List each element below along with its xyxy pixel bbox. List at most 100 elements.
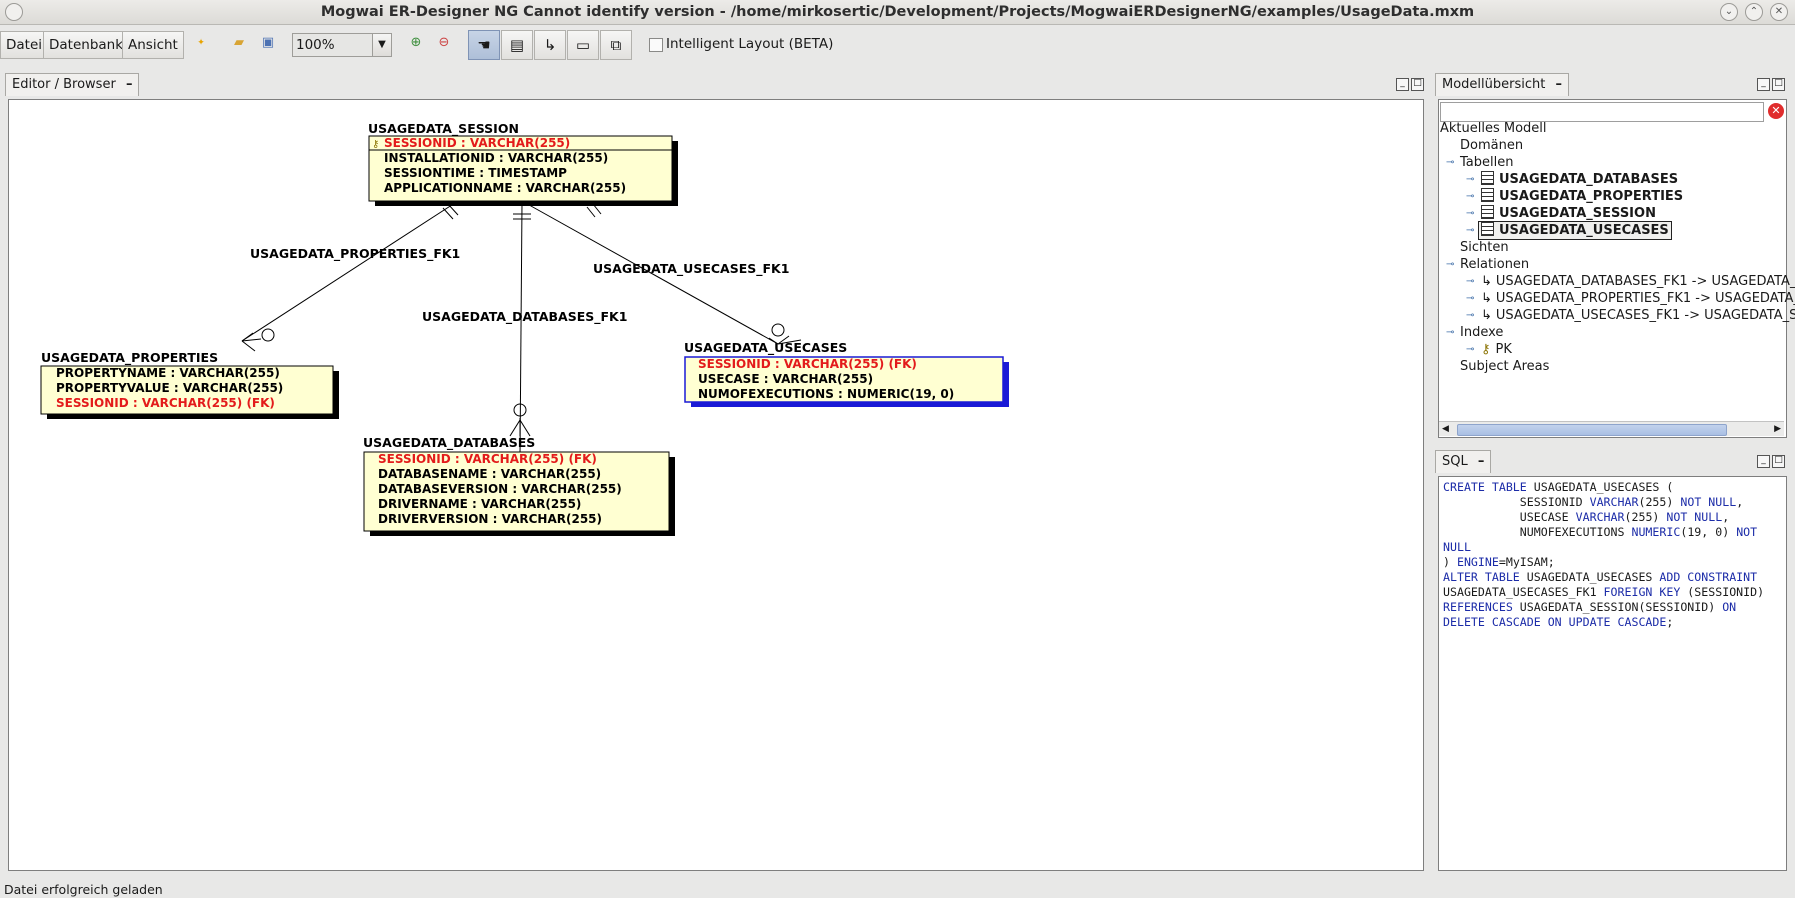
relation-line-databases[interactable] — [519, 202, 523, 457]
sql-keyword: NULL — [1443, 540, 1471, 554]
sql-keyword: NOT — [1736, 525, 1758, 539]
window-menu-icon[interactable] — [5, 3, 23, 21]
open-folder-icon[interactable]: ▰ — [234, 35, 244, 50]
attribute-row: SESSIONTIME : TIMESTAMP — [384, 166, 567, 180]
relation-line-usecases[interactable] — [521, 200, 779, 345]
tree-handle-icon[interactable]: ⊸ — [1466, 344, 1475, 355]
table-name: USAGEDATA_SESSION — [368, 121, 519, 137]
relation-tool-button[interactable]: ↳ — [534, 30, 566, 60]
tree-views[interactable]: Sichten — [1460, 240, 1509, 255]
sql-line: USAGEDATA_USECASES_FK1 FOREIGN KEY (SESS… — [1443, 585, 1782, 600]
sql-line: SESSIONID VARCHAR(255) NOT NULL, — [1443, 495, 1782, 510]
tree-item-table[interactable]: USAGEDATA_DATABASES — [1481, 171, 1678, 188]
sql-token: USAGEDATA_USECASES_FK1 — [1443, 585, 1604, 599]
minimize-icon[interactable]: ⌄ — [1720, 3, 1738, 21]
zoom-select[interactable]: 100% ▼ — [292, 33, 392, 57]
scroll-left-icon[interactable]: ◀ — [1442, 424, 1449, 434]
horizontal-scrollbar[interactable]: ◀ ▶ — [1439, 421, 1784, 436]
tree-subject-areas[interactable]: Subject Areas — [1460, 359, 1550, 374]
relation-label-properties[interactable]: USAGEDATA_PROPERTIES_FK1 — [250, 246, 460, 262]
tree-item-table[interactable]: USAGEDATA_PROPERTIES — [1481, 188, 1683, 205]
intelligent-layout-checkbox[interactable] — [649, 38, 663, 52]
sql-keyword: ALTER TABLE — [1443, 570, 1527, 584]
tree-item-relation[interactable]: ↳USAGEDATA_USECASES_FK1 -> USAGEDATA_S — [1481, 308, 1795, 323]
tree-relations[interactable]: Relationen — [1460, 257, 1530, 272]
table-usagedata-session[interactable]: USAGEDATA_SESSION ⚷ SESSIONID : VARCHAR(… — [368, 121, 678, 206]
tree-item-index[interactable]: ⚷PK — [1481, 342, 1512, 357]
sql-line: NULL — [1443, 540, 1782, 555]
tree-toggle-icon[interactable]: ⊸ — [1446, 157, 1455, 168]
tree-domains[interactable]: Domänen — [1460, 138, 1524, 153]
chevron-down-icon[interactable]: ▼ — [372, 34, 391, 56]
minimize-tab-icon[interactable]: – — [1477, 454, 1485, 469]
tree-item-table-selected[interactable]: USAGEDATA_USECASES — [1478, 221, 1672, 240]
table-usagedata-usecases[interactable]: USAGEDATA_USECASES SESSIONID : VARCHAR(2… — [684, 340, 1009, 407]
attribute-row: SESSIONID : VARCHAR(255) (FK) — [378, 452, 597, 466]
panel-maximize-icon[interactable]: □ — [1411, 78, 1424, 91]
relation-icon: ↳ — [1481, 274, 1492, 289]
menu-ansicht[interactable]: Ansicht — [122, 31, 184, 59]
attribute-row: PROPERTYNAME : VARCHAR(255) — [56, 366, 280, 380]
attribute-row: INSTALLATIONID : VARCHAR(255) — [384, 151, 608, 165]
table-usagedata-properties[interactable]: USAGEDATA_PROPERTIES PROPERTYNAME : VARC… — [40, 350, 339, 419]
intelligent-layout-label: Intelligent Layout (BETA) — [666, 36, 834, 52]
status-text: Datei erfolgreich geladen — [4, 882, 163, 897]
panel-maximize-icon[interactable]: □ — [1772, 455, 1785, 468]
overview-search-input[interactable] — [1440, 102, 1764, 122]
maximize-icon[interactable]: ⌃ — [1745, 3, 1763, 21]
subject-area-tool-button[interactable]: ⧉ — [600, 30, 632, 60]
zoom-in-icon[interactable]: ⊕ — [410, 35, 422, 50]
panel-minimize-icon[interactable]: _ — [1757, 78, 1770, 91]
editor-canvas[interactable]: USAGEDATA_PROPERTIES_FK1 USAGEDATA_DATAB… — [8, 99, 1424, 871]
sql-view[interactable]: CREATE TABLE USAGEDATA_USECASES ( SESSIO… — [1438, 476, 1787, 871]
tree-item-relation[interactable]: ↳USAGEDATA_PROPERTIES_FK1 -> USAGEDATA_ — [1481, 291, 1795, 306]
relation-label-databases[interactable]: USAGEDATA_DATABASES_FK1 — [422, 309, 627, 325]
comment-tool-button[interactable]: ▭ — [567, 30, 599, 60]
tree-item-table[interactable]: USAGEDATA_SESSION — [1481, 205, 1656, 222]
save-icon[interactable]: ▣ — [261, 35, 275, 50]
tree-handle-icon[interactable]: ⊸ — [1466, 225, 1475, 236]
new-file-icon[interactable]: ✦ — [197, 38, 205, 48]
panel-minimize-icon[interactable]: _ — [1757, 455, 1770, 468]
tree-handle-icon[interactable]: ⊸ — [1466, 276, 1475, 287]
title-bar: Mogwai ER-Designer NG Cannot identify ve… — [0, 0, 1795, 25]
tree-handle-icon[interactable]: ⊸ — [1466, 208, 1475, 219]
tab-editor-browser[interactable]: Editor / Browser – — [5, 73, 140, 96]
tab-modelluebersicht[interactable]: Modellübersicht – — [1435, 73, 1569, 96]
table-usagedata-databases[interactable]: USAGEDATA_DATABASES SESSIONID : VARCHAR(… — [363, 435, 675, 536]
attribute-row: NUMOFEXECUTIONS : NUMERIC(19, 0) — [698, 387, 954, 401]
sql-token: USAGEDATA_SESSION(SESSIONID) — [1519, 600, 1723, 614]
tree-item-relation[interactable]: ↳USAGEDATA_DATABASES_FK1 -> USAGEDATA_S — [1481, 274, 1795, 289]
tab-sql[interactable]: SQL – — [1435, 450, 1492, 473]
sql-text[interactable]: CREATE TABLE USAGEDATA_USECASES ( SESSIO… — [1439, 477, 1786, 633]
table-name: USAGEDATA_USECASES — [684, 340, 847, 356]
scroll-right-icon[interactable]: ▶ — [1774, 424, 1781, 434]
sql-keyword: REFERENCES — [1443, 600, 1520, 614]
tree-toggle-icon[interactable]: ⊸ — [1446, 259, 1455, 270]
tree-root[interactable]: Aktuelles Modell — [1440, 121, 1547, 136]
menu-datenbank[interactable]: Datenbank — [43, 31, 130, 59]
er-diagram[interactable]: USAGEDATA_PROPERTIES_FK1 USAGEDATA_DATAB… — [9, 100, 1423, 870]
panel-minimize-icon[interactable]: _ — [1396, 78, 1409, 91]
sql-token: USAGEDATA_USECASES ( — [1533, 480, 1674, 494]
entity-tool-button[interactable]: ▤ — [501, 30, 533, 60]
minimize-tab-icon[interactable]: – — [1555, 77, 1563, 92]
hand-tool-button[interactable]: ☚ — [468, 30, 500, 60]
tree-handle-icon[interactable]: ⊸ — [1466, 310, 1475, 321]
minimize-tab-icon[interactable]: – — [125, 77, 133, 92]
clear-search-icon[interactable]: ✕ — [1768, 103, 1784, 119]
menu-datei[interactable]: Datei — [0, 31, 49, 59]
tree-handle-icon[interactable]: ⊸ — [1466, 191, 1475, 202]
close-icon[interactable]: ✕ — [1770, 3, 1788, 21]
tree-tables[interactable]: Tabellen — [1460, 155, 1514, 170]
relation-label-usecases[interactable]: USAGEDATA_USECASES_FK1 — [593, 261, 789, 277]
tree-indexes[interactable]: Indexe — [1460, 325, 1504, 340]
tree-handle-icon[interactable]: ⊸ — [1466, 174, 1475, 185]
scrollbar-thumb[interactable] — [1457, 424, 1727, 436]
tree-toggle-icon[interactable]: ⊸ — [1446, 327, 1455, 338]
zoom-out-icon[interactable]: ⊖ — [438, 35, 450, 50]
tree-handle-icon[interactable]: ⊸ — [1466, 293, 1475, 304]
key-icon: ⚷ — [372, 139, 379, 150]
relation-line-properties[interactable] — [241, 200, 459, 342]
panel-maximize-icon[interactable]: □ — [1772, 78, 1785, 91]
